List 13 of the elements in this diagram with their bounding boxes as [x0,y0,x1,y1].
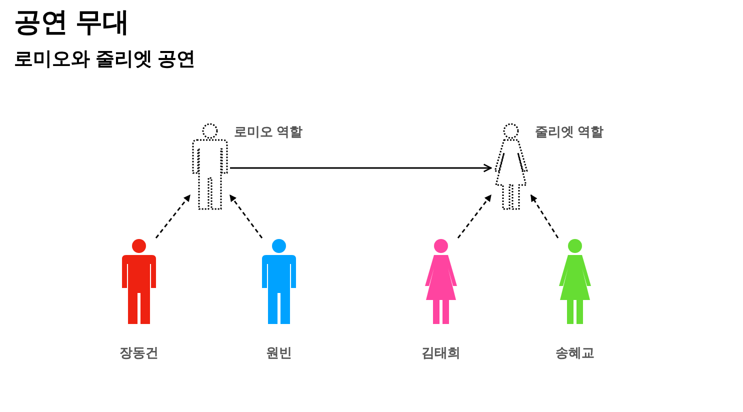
arrow [155,194,191,238]
actor-name: 장동건 [120,346,158,359]
arrow [530,194,559,238]
actor-name: 김태희 [422,346,460,359]
title: 공연 무대 [14,6,130,39]
subtitle: 로미오와 줄리엣 공연 [14,48,196,72]
role-label: 로미오 역할 [234,125,303,138]
arrow [457,194,492,238]
role-label: 줄리엣 역할 [535,125,604,138]
actor-name: 송혜교 [556,346,594,359]
arrow [229,194,263,238]
actor-name: 원빈 [266,346,292,359]
arrow [230,164,492,172]
